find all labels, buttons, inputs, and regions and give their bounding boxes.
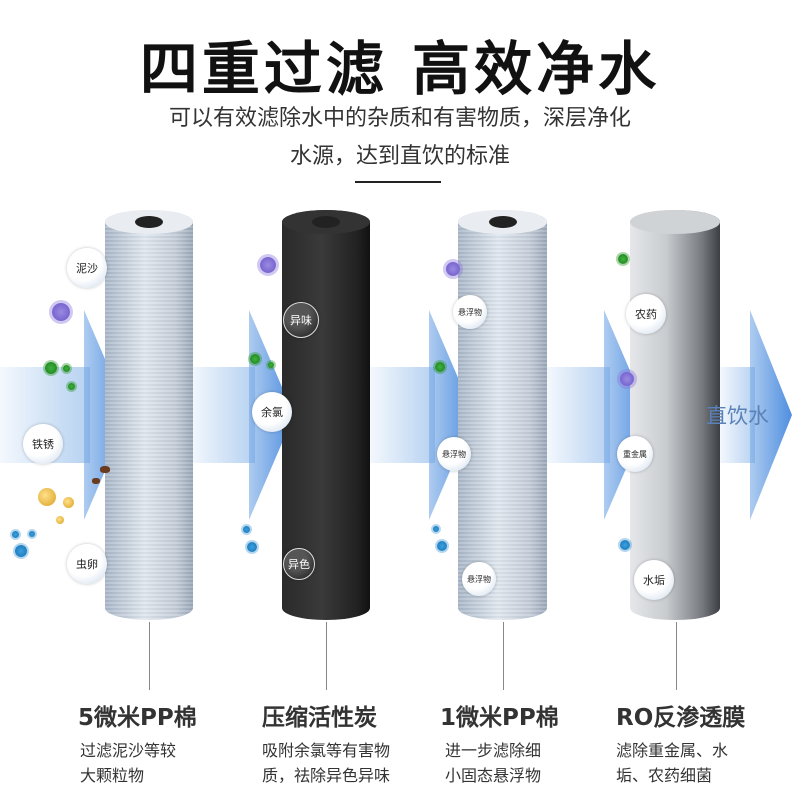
- outlet-label: 直饮水: [706, 404, 769, 428]
- desc-line: 滤除重金属、水: [616, 741, 729, 760]
- microbe-icon: [29, 531, 35, 537]
- rust-particle-icon: [56, 516, 64, 524]
- microbe-icon: [15, 545, 27, 557]
- filter-description: 吸附余氯等有害物质，祛除异色异味: [262, 738, 390, 788]
- connector-line: [676, 622, 677, 690]
- pp-cotton-1um-filter: [458, 210, 547, 620]
- filter-name: RO反渗透膜: [616, 705, 746, 731]
- desc-line: 垢、农药细菌: [616, 766, 713, 785]
- flow-band: [720, 367, 755, 463]
- filter-description: 过滤泥沙等较大颗粒物: [80, 738, 176, 788]
- desc-line: 吸附余氯等有害物: [262, 741, 391, 760]
- filter-name: 1微米PP棉: [440, 705, 559, 731]
- subtitle-line-1: 可以有效滤除水中的杂质和有害物质，深层净化: [168, 106, 631, 131]
- contaminant-bubble: 悬浮物: [453, 295, 487, 329]
- desc-line: 小固态悬浮物: [445, 766, 542, 785]
- desc-line: 进一步滤除细: [445, 741, 542, 760]
- bacteria-icon: [618, 254, 628, 264]
- contaminant-bubble: 农药: [626, 294, 666, 334]
- contaminant-bubble: 铁锈: [23, 424, 63, 464]
- contaminant-bubble: 异味: [283, 302, 319, 338]
- page-title: 四重过滤 高效净水: [139, 35, 661, 103]
- flow-band: [547, 367, 610, 463]
- filter-name: 5微米PP棉: [78, 705, 197, 731]
- contaminant-bubble: 悬浮物: [462, 562, 496, 596]
- egg-particle-icon: [92, 478, 100, 484]
- subtitle-line-2: 水源，达到直饮的标准: [289, 144, 510, 169]
- desc-line: 过滤泥沙等较: [80, 741, 177, 760]
- flow-band: [370, 367, 435, 463]
- microbe-icon: [12, 531, 19, 538]
- bacteria-icon: [250, 354, 260, 364]
- desc-line: 大颗粒物: [80, 766, 145, 785]
- contaminant-bubble: 虫卵: [67, 544, 107, 584]
- contaminant-bubble: 重金属: [617, 436, 653, 472]
- ro-membrane-filter: [630, 210, 720, 620]
- bacteria-icon: [68, 383, 75, 390]
- filter-description: 滤除重金属、水垢、农药细菌: [616, 738, 728, 788]
- pp-cotton-5um-filter: [105, 210, 193, 620]
- bacteria-icon: [435, 362, 445, 372]
- microbe-icon: [243, 526, 250, 533]
- virus-icon: [620, 372, 634, 386]
- microbe-icon: [437, 541, 447, 551]
- divider: [355, 181, 441, 183]
- contaminant-bubble: 水垢: [634, 560, 674, 600]
- bacteria-icon: [45, 362, 57, 374]
- microbe-icon: [433, 526, 439, 532]
- contaminant-bubble: 异色: [283, 548, 315, 580]
- microbe-icon: [247, 542, 257, 552]
- contaminant-bubble: 余氯: [252, 392, 292, 432]
- virus-icon: [260, 257, 276, 273]
- filter-name: 压缩活性炭: [262, 705, 377, 731]
- connector-line: [149, 622, 150, 690]
- connector-line: [326, 622, 327, 690]
- connector-line: [503, 622, 504, 690]
- virus-icon: [52, 303, 70, 321]
- egg-particle-icon: [100, 466, 110, 473]
- desc-line: 质，祛除异色异味: [262, 766, 391, 785]
- flow-band: [190, 367, 255, 463]
- contaminant-bubble: 悬浮物: [437, 437, 471, 471]
- rust-particle-icon: [63, 497, 74, 508]
- bacteria-icon: [63, 365, 70, 372]
- contaminant-bubble: 泥沙: [67, 248, 107, 288]
- virus-icon: [446, 262, 460, 276]
- microbe-icon: [620, 540, 630, 550]
- filter-description: 进一步滤除细小固态悬浮物: [445, 738, 541, 788]
- rust-particle-icon: [38, 488, 56, 506]
- bacteria-icon: [268, 362, 274, 368]
